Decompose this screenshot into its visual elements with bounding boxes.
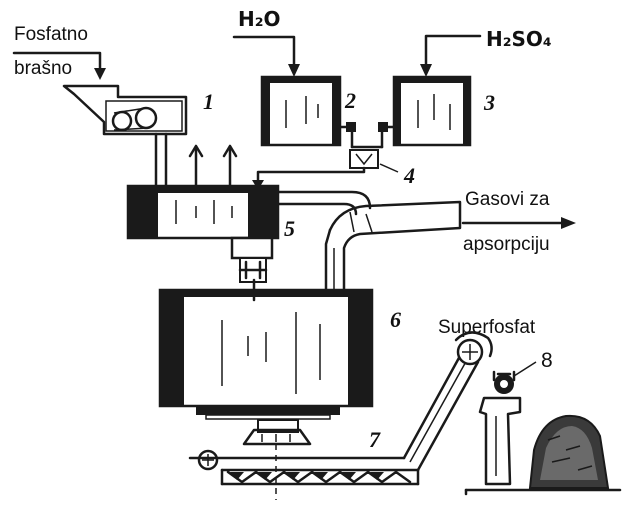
acid-label: H₂SO₄ xyxy=(486,27,552,51)
gases-output-arrow xyxy=(461,217,576,229)
conveyor-7 xyxy=(188,331,493,486)
number-7: 7 xyxy=(369,427,381,452)
water-label: H₂O xyxy=(238,7,281,31)
disintegrator-8 xyxy=(464,361,622,496)
mixer-5 xyxy=(126,184,280,283)
gas-exhaust-duct xyxy=(276,190,462,298)
number-1: 1 xyxy=(203,89,214,114)
water-input-arrow xyxy=(232,35,300,77)
number-4: 4 xyxy=(403,163,415,188)
number-2: 2 xyxy=(344,88,356,113)
number-3: 3 xyxy=(483,90,495,115)
acid-tank-3 xyxy=(392,75,472,147)
phosphate-label-line2: brašno xyxy=(14,58,72,79)
gases-label-line2: apsorpciju xyxy=(463,234,550,255)
number-5: 5 xyxy=(284,216,295,241)
gases-label-line1: Gasovi za xyxy=(465,189,550,210)
product-label: Superfosfat xyxy=(438,317,536,338)
water-tank-2 xyxy=(260,75,342,147)
superphosphate-pile xyxy=(528,414,610,489)
reactor-den-6 xyxy=(158,278,374,500)
dosing-pipes xyxy=(338,122,396,149)
phosphate-input-arrow xyxy=(12,51,106,80)
number-8: 8 xyxy=(541,349,553,372)
agitator-shafts xyxy=(188,144,238,188)
acid-input-arrow xyxy=(420,34,482,77)
number-6: 6 xyxy=(390,307,401,332)
phosphate-label-line1: Fosfatno xyxy=(14,24,88,45)
acid-mixer-4 xyxy=(252,149,399,190)
phosphate-feeder-1 xyxy=(62,84,188,188)
